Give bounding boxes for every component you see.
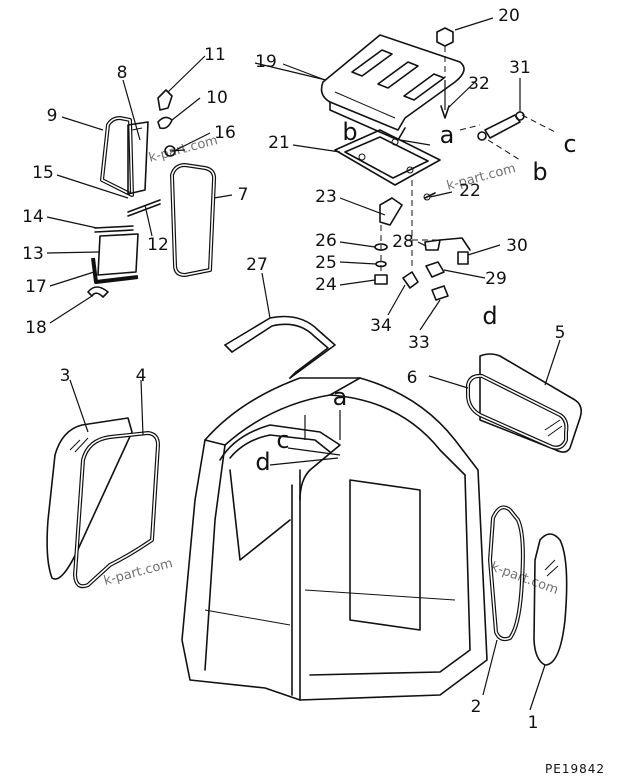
callout-12: 12 xyxy=(147,235,169,255)
callout-8: 8 xyxy=(117,63,128,83)
ref-letter-a-cab: a xyxy=(333,383,348,411)
callout-27: 27 xyxy=(246,255,268,275)
roof-panel-19 xyxy=(320,34,465,141)
callout-21: 21 xyxy=(268,133,290,153)
callout-22: 22 xyxy=(459,181,481,201)
callout-20: 20 xyxy=(498,6,520,26)
callout-6: 6 xyxy=(407,368,418,388)
callout-2: 2 xyxy=(471,697,482,717)
callout-numbers: 1 2 3 4 5 6 7 8 9 10 11 12 13 14 15 16 1… xyxy=(22,6,565,733)
roof-rail-27 xyxy=(224,315,336,379)
door-window-parts xyxy=(87,89,217,298)
callout-3: 3 xyxy=(60,366,71,386)
callout-30: 30 xyxy=(506,236,528,256)
leader-lines xyxy=(46,17,561,711)
callout-18: 18 xyxy=(25,318,47,338)
ref-letter-a-top: a xyxy=(440,121,455,149)
ref-letter-c-right: c xyxy=(563,130,576,158)
callout-23: 23 xyxy=(315,187,337,207)
reference-letters: a b b c d a c d xyxy=(255,118,576,476)
callout-28: 28 xyxy=(392,232,414,252)
ref-letter-d-right: d xyxy=(482,302,497,330)
ref-letter-c-cab: c xyxy=(276,426,289,454)
callout-32: 32 xyxy=(468,74,490,94)
callout-11: 11 xyxy=(204,45,226,65)
callout-5: 5 xyxy=(555,323,566,343)
watermark-1: k-part.com xyxy=(147,133,219,166)
callout-26: 26 xyxy=(315,231,337,251)
side-window-parts xyxy=(466,353,582,453)
front-window-parts xyxy=(488,505,568,666)
callout-7: 7 xyxy=(238,185,249,205)
callout-19: 19 xyxy=(255,52,277,72)
ref-letter-d-cab: d xyxy=(255,448,270,476)
callout-9: 9 xyxy=(47,106,58,126)
watermark-3: k-part.com xyxy=(102,556,174,589)
callout-34: 34 xyxy=(370,316,392,336)
callout-14: 14 xyxy=(22,207,44,227)
cab-body xyxy=(181,377,488,701)
callout-24: 24 xyxy=(315,275,337,295)
ref-letter-b-right: b xyxy=(532,158,547,186)
callout-1: 1 xyxy=(528,713,539,733)
callout-33: 33 xyxy=(408,333,430,353)
watermark-2: k-part.com xyxy=(445,161,517,194)
callout-10: 10 xyxy=(206,88,228,108)
callout-29: 29 xyxy=(485,269,507,289)
ref-letter-b-top: b xyxy=(342,118,357,146)
rear-window-parts xyxy=(46,417,160,589)
callout-16: 16 xyxy=(214,123,236,143)
callout-13: 13 xyxy=(22,244,44,264)
callout-31: 31 xyxy=(509,58,531,78)
drawing-code: PE19842 xyxy=(545,762,605,776)
base-plate-21 xyxy=(334,129,441,186)
hardware-group xyxy=(374,27,556,301)
callout-15: 15 xyxy=(32,163,54,183)
callout-4: 4 xyxy=(136,366,147,386)
callout-25: 25 xyxy=(315,253,337,273)
callout-17: 17 xyxy=(25,277,47,297)
